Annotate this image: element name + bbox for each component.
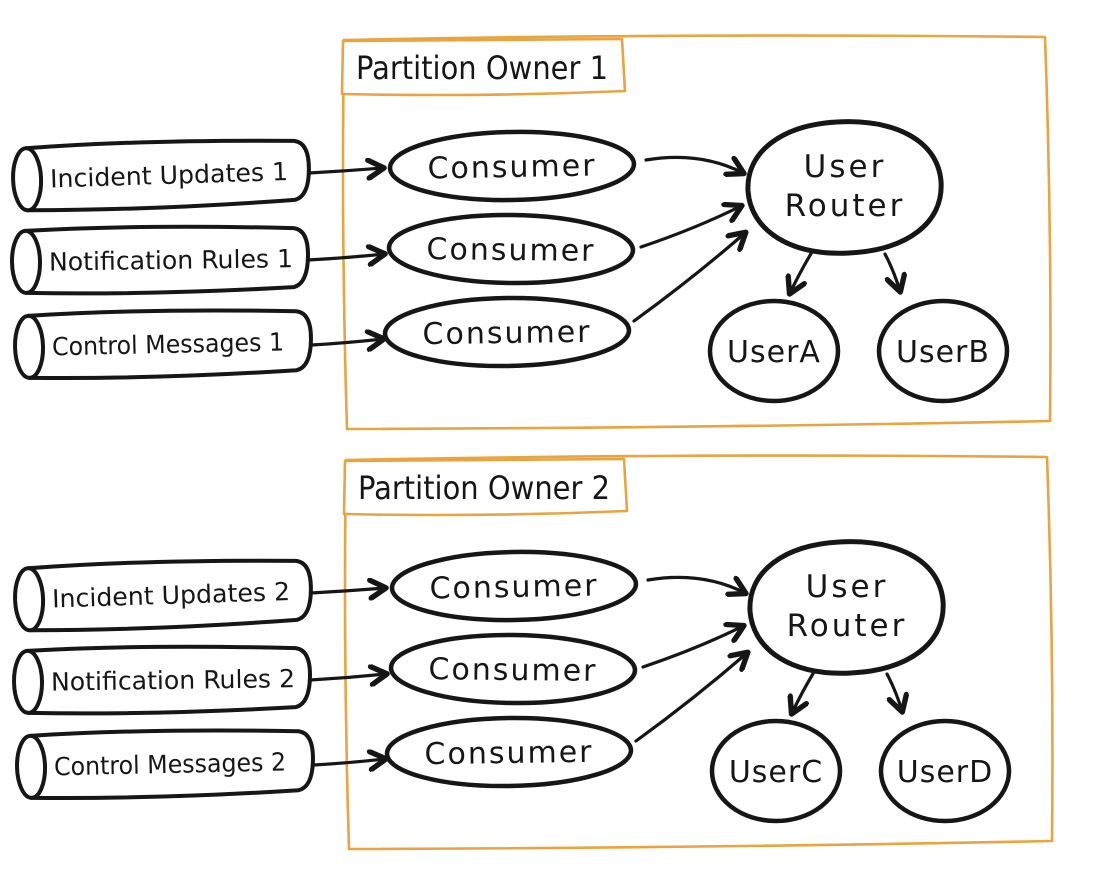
queue-control-messages-1: Control Messages 1: [12, 305, 314, 382]
cylinder-cap-ellipse: [11, 648, 45, 716]
arrow-consumer3-to-router: [632, 233, 745, 323]
queue-label: Control Messages 2: [54, 747, 287, 781]
arrow-queue1-to-consumer1: [309, 588, 385, 593]
arrow-consumer1-to-router: [644, 157, 743, 173]
consumer-node-1: Consumer: [389, 130, 634, 202]
arrow-consumer2-to-router: [641, 626, 743, 669]
router-label-line1: User: [804, 149, 887, 185]
partition-1-frame: [341, 34, 1052, 431]
arrow-queue3-to-consumer3: [310, 339, 383, 345]
queue-notification-rules-1: Notification Rules 1: [9, 222, 311, 297]
consumer-label: Consumer: [427, 149, 597, 187]
user-node-c: UserC: [712, 721, 840, 821]
arrow-router-to-user-a: [790, 250, 814, 293]
arrow-queue2-to-consumer2: [308, 674, 386, 680]
arrow-router-to-user-d: [885, 672, 902, 711]
consumer-label: Consumer: [428, 652, 597, 689]
router-node-1: User Router: [748, 122, 941, 254]
queue-control-messages-2: Control Messages 2: [14, 725, 316, 802]
consumer-node-3: Consumer: [387, 716, 632, 787]
arrow-queue1-to-consumer1: [307, 168, 383, 173]
partition-2-title: Partition Owner 2: [358, 469, 610, 507]
router-label-line2: Router: [785, 188, 906, 224]
user-node-d: UserD: [881, 721, 1009, 821]
queue-label: Notification Rules 1: [49, 244, 293, 276]
partition-2-title-box: [342, 457, 629, 517]
arrow-router-to-user-c: [792, 670, 816, 713]
consumer-node-3: Consumer: [385, 296, 630, 367]
partition-2-group: Partition Owner 2 Incident Updates 2 Not…: [11, 454, 1054, 851]
partition-1-group: Partition Owner 1 Incident Updates 1 Not…: [9, 34, 1052, 431]
partition-1-title: Partition Owner 1: [356, 49, 608, 87]
user-node-b: UserB: [879, 301, 1007, 401]
router-label-line1: User: [806, 569, 889, 605]
consumer-label: Consumer: [426, 232, 595, 269]
user-label: UserC: [729, 755, 823, 790]
consumer-node-2: Consumer: [389, 214, 634, 285]
queue-incident-updates-1: Incident Updates 1: [10, 135, 313, 214]
arrow-queue2-to-consumer2: [306, 254, 384, 260]
arrow-consumer2-to-router: [639, 206, 741, 249]
queue-notification-rules-2: Notification Rules 2: [11, 642, 313, 717]
user-label: UserA: [727, 335, 821, 370]
consumer-label: Consumer: [429, 569, 599, 607]
arrow-router-to-user-b: [883, 252, 900, 291]
router-node-2: User Router: [750, 542, 943, 674]
user-node-a: UserA: [710, 301, 838, 401]
consumer-label: Consumer: [424, 735, 593, 772]
queue-label: Control Messages 1: [52, 327, 285, 361]
user-label: UserB: [896, 335, 990, 370]
router-label-line2: Router: [787, 608, 908, 644]
queue-incident-updates-2: Incident Updates 2: [12, 555, 315, 634]
partition-2-frame: [343, 454, 1054, 851]
partition-1-title-box: [340, 37, 627, 97]
arrow-consumer1-to-router: [646, 577, 745, 593]
consumer-node-2: Consumer: [391, 634, 636, 705]
queue-label: Notification Rules 2: [51, 664, 295, 696]
consumer-label: Consumer: [422, 315, 591, 352]
cylinder-cap-ellipse: [10, 145, 45, 213]
cylinder-cap-ellipse: [12, 313, 46, 381]
consumer-node-1: Consumer: [391, 550, 636, 622]
arrow-consumer3-to-router: [634, 653, 747, 743]
cylinder-cap-ellipse: [12, 565, 47, 633]
cylinder-cap-ellipse: [14, 733, 48, 801]
arrow-queue3-to-consumer3: [312, 759, 385, 765]
user-label: UserD: [897, 755, 993, 790]
cylinder-cap-ellipse: [9, 228, 43, 296]
